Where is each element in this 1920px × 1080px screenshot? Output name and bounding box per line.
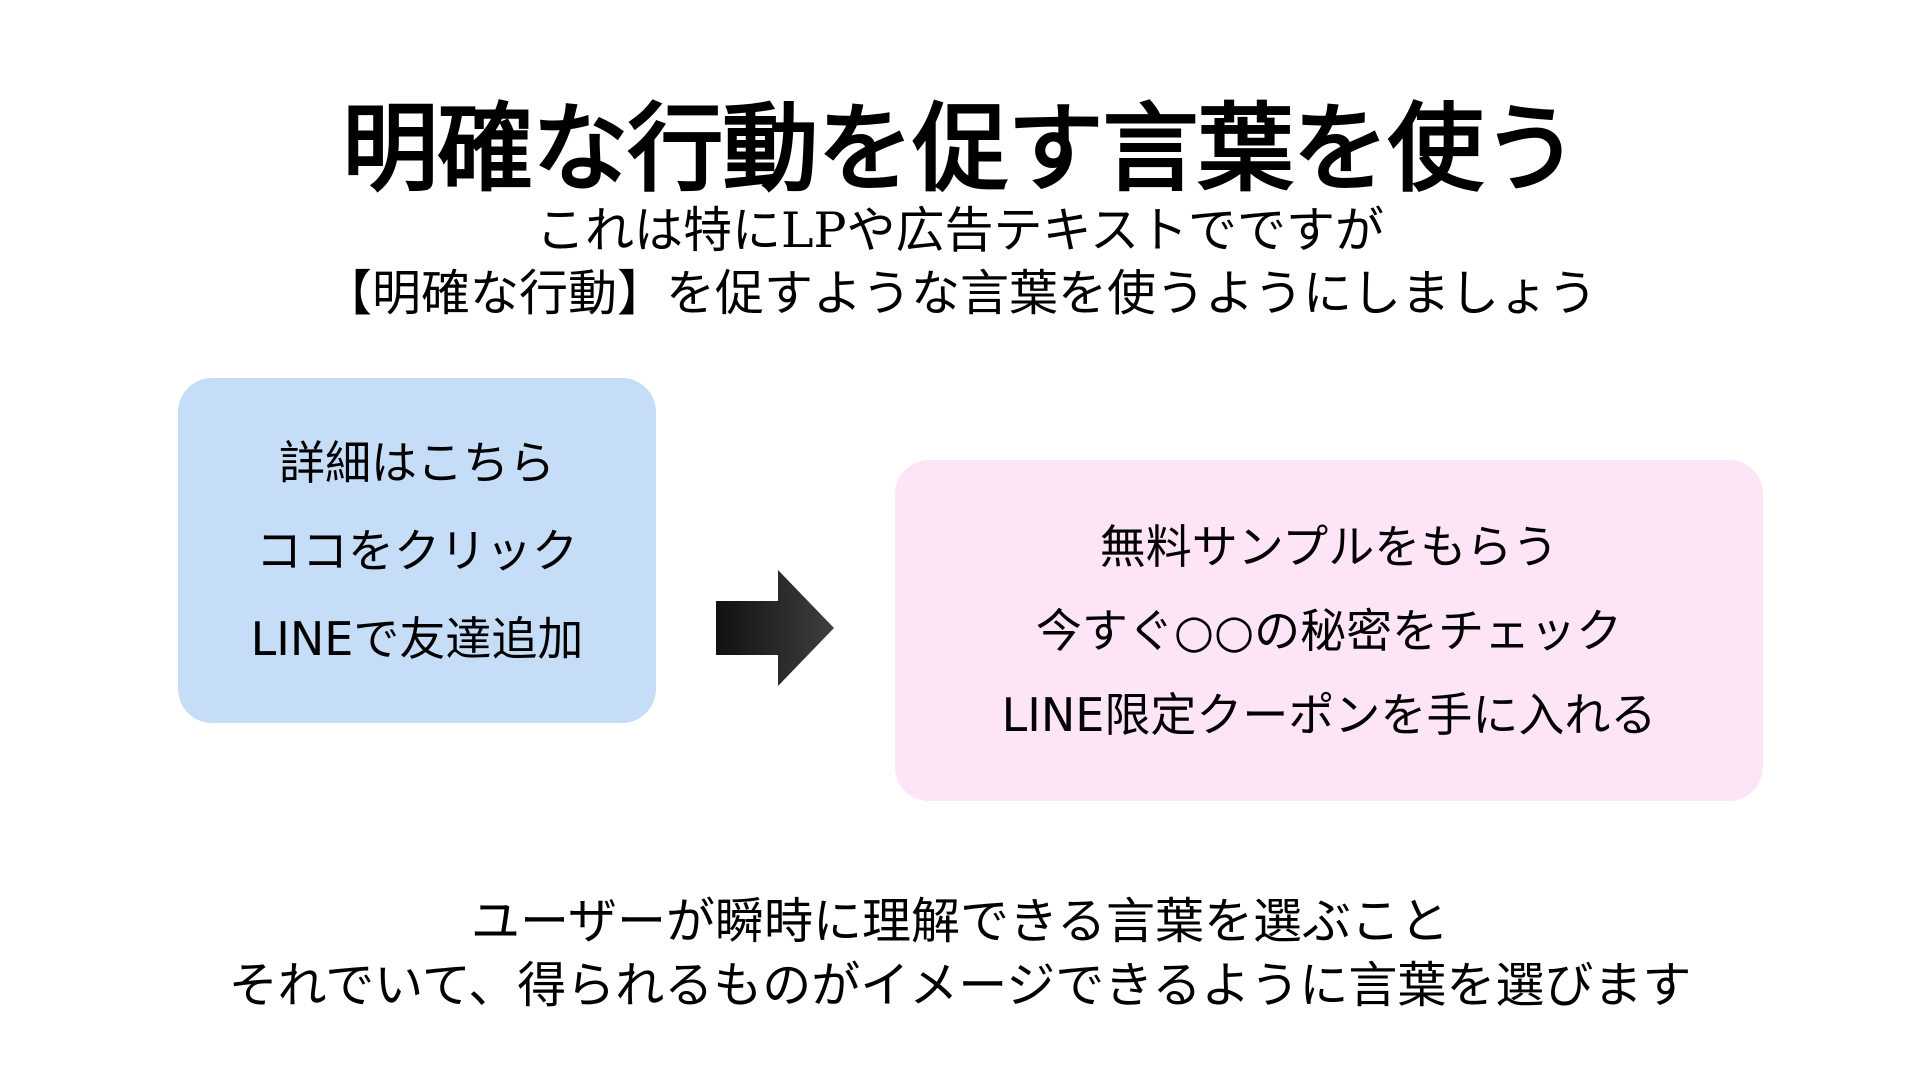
before-box-line-3: LINEで友達追加 <box>250 611 584 666</box>
footnote-line-1: ユーザーが瞬時に理解できる言葉を選ぶこと <box>470 893 1450 950</box>
page-title: 明確な行動を促す言葉を使う <box>342 93 1578 206</box>
after-box-line-2: 今すぐ○○の秘密をチェック <box>1035 603 1623 658</box>
before-box-line-2: ココをクリック <box>256 523 578 578</box>
footnote-line-2: それでいて、得られるものがイメージできるように言葉を選びます <box>228 956 1692 1014</box>
after-box: 無料サンプルをもらう 今すぐ○○の秘密をチェック LINE限定クーポンを手に入れ… <box>895 460 1763 801</box>
footnote-block: ユーザーが瞬時に理解できる言葉を選ぶこと それでいて、得られるものがイメージでき… <box>0 890 1920 1017</box>
after-box-line-1: 無料サンプルをもらう <box>1099 519 1559 574</box>
subheading-block: これは特にLPや広告テキストでですが 【明確な行動】を促すような言葉を使うように… <box>0 200 1920 325</box>
before-box: 詳細はこちら ココをクリック LINEで友達追加 <box>178 378 656 723</box>
right-arrow-icon <box>716 568 834 688</box>
after-box-line-3: LINE限定クーポンを手に入れる <box>1001 687 1657 742</box>
subheading-line-1: これは特にLPや広告テキストでですが <box>535 202 1385 259</box>
before-box-line-1: 詳細はこちら <box>279 435 555 490</box>
subheading-line-2: 【明確な行動】を促すような言葉を使うようにしましょう <box>322 264 1597 322</box>
comparison-row: 詳細はこちら ココをクリック LINEで友達追加 無料サンプルをもらう 今すぐ○… <box>0 378 1920 805</box>
